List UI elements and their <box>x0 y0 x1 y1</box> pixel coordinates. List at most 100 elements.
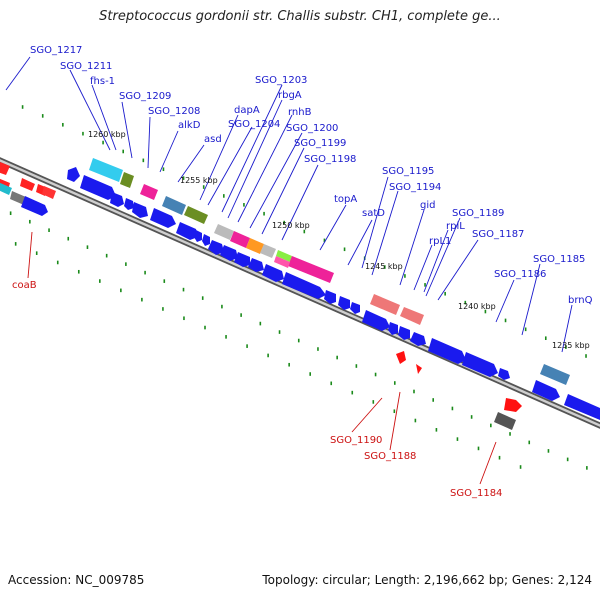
rail-dot <box>343 247 346 252</box>
gene-labels-red: coaB SGO_1190 SGO_1188 SGO_1184 <box>12 280 502 499</box>
rail-dot <box>524 327 527 332</box>
gene-feature-red <box>42 186 56 199</box>
rail-dot <box>77 269 80 274</box>
rail-dot <box>383 265 386 269</box>
rail-dot <box>424 283 426 287</box>
gene-label: SGO_1217 <box>30 45 82 56</box>
gene-label-red: SGO_1188 <box>364 451 416 462</box>
gene-feature-red <box>0 162 10 175</box>
rail-dot <box>120 288 122 293</box>
rail-dot <box>456 437 459 441</box>
rail-dot <box>351 390 354 395</box>
rail-dot <box>9 211 12 216</box>
rail-dot <box>223 194 225 198</box>
rail-dot <box>330 381 333 386</box>
rail-dot <box>263 211 265 216</box>
rail-dot <box>29 219 31 224</box>
rail-dot <box>182 176 185 180</box>
gene-label: rnhB <box>288 107 312 118</box>
gene-label: SGO_1209 <box>119 91 171 102</box>
tick-label: 1245 kbp <box>365 262 403 271</box>
gene-feature-blue <box>324 290 336 304</box>
gene-feature-olive <box>120 172 134 188</box>
rail-dot <box>35 251 38 255</box>
summary-text: Topology: circular; Length: 2,196,662 bp… <box>262 573 592 587</box>
rail-dot <box>404 274 406 278</box>
gene-feature-red <box>20 178 35 191</box>
rail-dot <box>303 229 306 234</box>
gene-feature-magenta <box>230 231 250 248</box>
gene-feature-blue <box>80 175 116 200</box>
rail-dot <box>585 354 587 358</box>
gene-feature-blue <box>338 296 350 310</box>
rail-dot <box>432 398 435 402</box>
gene-label: topA <box>334 194 357 205</box>
tick-label: 1255 kbp <box>180 176 218 185</box>
rail-dot <box>586 466 588 470</box>
gene-label-red: coaB <box>12 280 37 291</box>
rail-dot <box>278 330 281 334</box>
gene-feature-cyan <box>0 182 12 195</box>
gene-feature-blue <box>282 272 326 299</box>
gene-label: brnQ <box>568 295 593 306</box>
gene-feature-blue <box>462 352 498 377</box>
map-title: Streptococcus gordonii str. Challis subs… <box>99 9 501 24</box>
gene-feature-grey <box>10 191 26 205</box>
rail-dot <box>323 238 326 243</box>
rail-dot <box>414 418 417 423</box>
rail-dot <box>490 423 492 428</box>
rail-dot <box>204 325 206 330</box>
rail-dot <box>565 345 567 349</box>
gene-label: SGO_1187 <box>472 229 524 240</box>
rail-dot <box>509 432 511 436</box>
gene-label: SGO_1204 <box>228 119 280 130</box>
gene-label: rplL <box>446 221 465 232</box>
gene-label: satD <box>362 208 385 219</box>
rail-dot <box>317 347 319 351</box>
rail-dot <box>183 316 185 321</box>
gene-label: SGO_1200 <box>286 123 338 134</box>
gene-feature-grey <box>260 244 276 258</box>
tick-label: 1260 kbp <box>88 130 126 139</box>
gene-feature-orange <box>246 238 264 254</box>
rail-dot <box>435 428 438 432</box>
gene-label: SGO_1208 <box>148 106 200 117</box>
tick-label: 1235 kbp <box>552 341 590 350</box>
rail-dot <box>519 465 522 469</box>
rail-dot <box>243 203 245 207</box>
rail-dot <box>393 381 396 385</box>
rail-dot <box>393 409 396 414</box>
rail-dot <box>283 220 285 225</box>
rail-dot <box>162 167 165 172</box>
gene-feature-blue <box>564 394 600 420</box>
gene-feature-blue <box>150 208 176 228</box>
rail-dot <box>14 242 17 246</box>
rail-dot <box>477 446 480 451</box>
gene-feature-pink <box>400 307 424 325</box>
rail-dot <box>444 291 446 296</box>
gene-label: SGO_1203 <box>255 75 307 86</box>
rail-dot <box>297 338 300 343</box>
rail-dot <box>240 313 242 317</box>
rail-dot <box>125 262 127 266</box>
gene-feature-cyan <box>89 158 123 182</box>
gene-label: SGO_1189 <box>452 208 504 219</box>
gene-feature-blue <box>498 368 510 380</box>
gene-feature-blue <box>132 202 148 218</box>
rail-dot <box>105 253 108 258</box>
rail-dot <box>67 236 70 241</box>
gene-label: SGO_1194 <box>389 182 441 193</box>
tick-label: 1250 kbp <box>272 221 310 230</box>
rail-dot <box>99 279 101 283</box>
kbp-ticks: 1260 kbp 1255 kbp 1250 kbp 1245 kbp 1240… <box>88 130 590 350</box>
genome-backbone <box>0 157 600 429</box>
rail-dot <box>259 321 262 326</box>
gene-feature-blue <box>220 245 238 261</box>
leader-lines <box>5 56 573 353</box>
rail-dot <box>86 245 89 249</box>
gene-label: alkD <box>178 120 201 131</box>
rail-dot <box>484 309 487 314</box>
gene-feature-blue <box>362 310 390 331</box>
gene-label: rbgA <box>278 90 302 101</box>
